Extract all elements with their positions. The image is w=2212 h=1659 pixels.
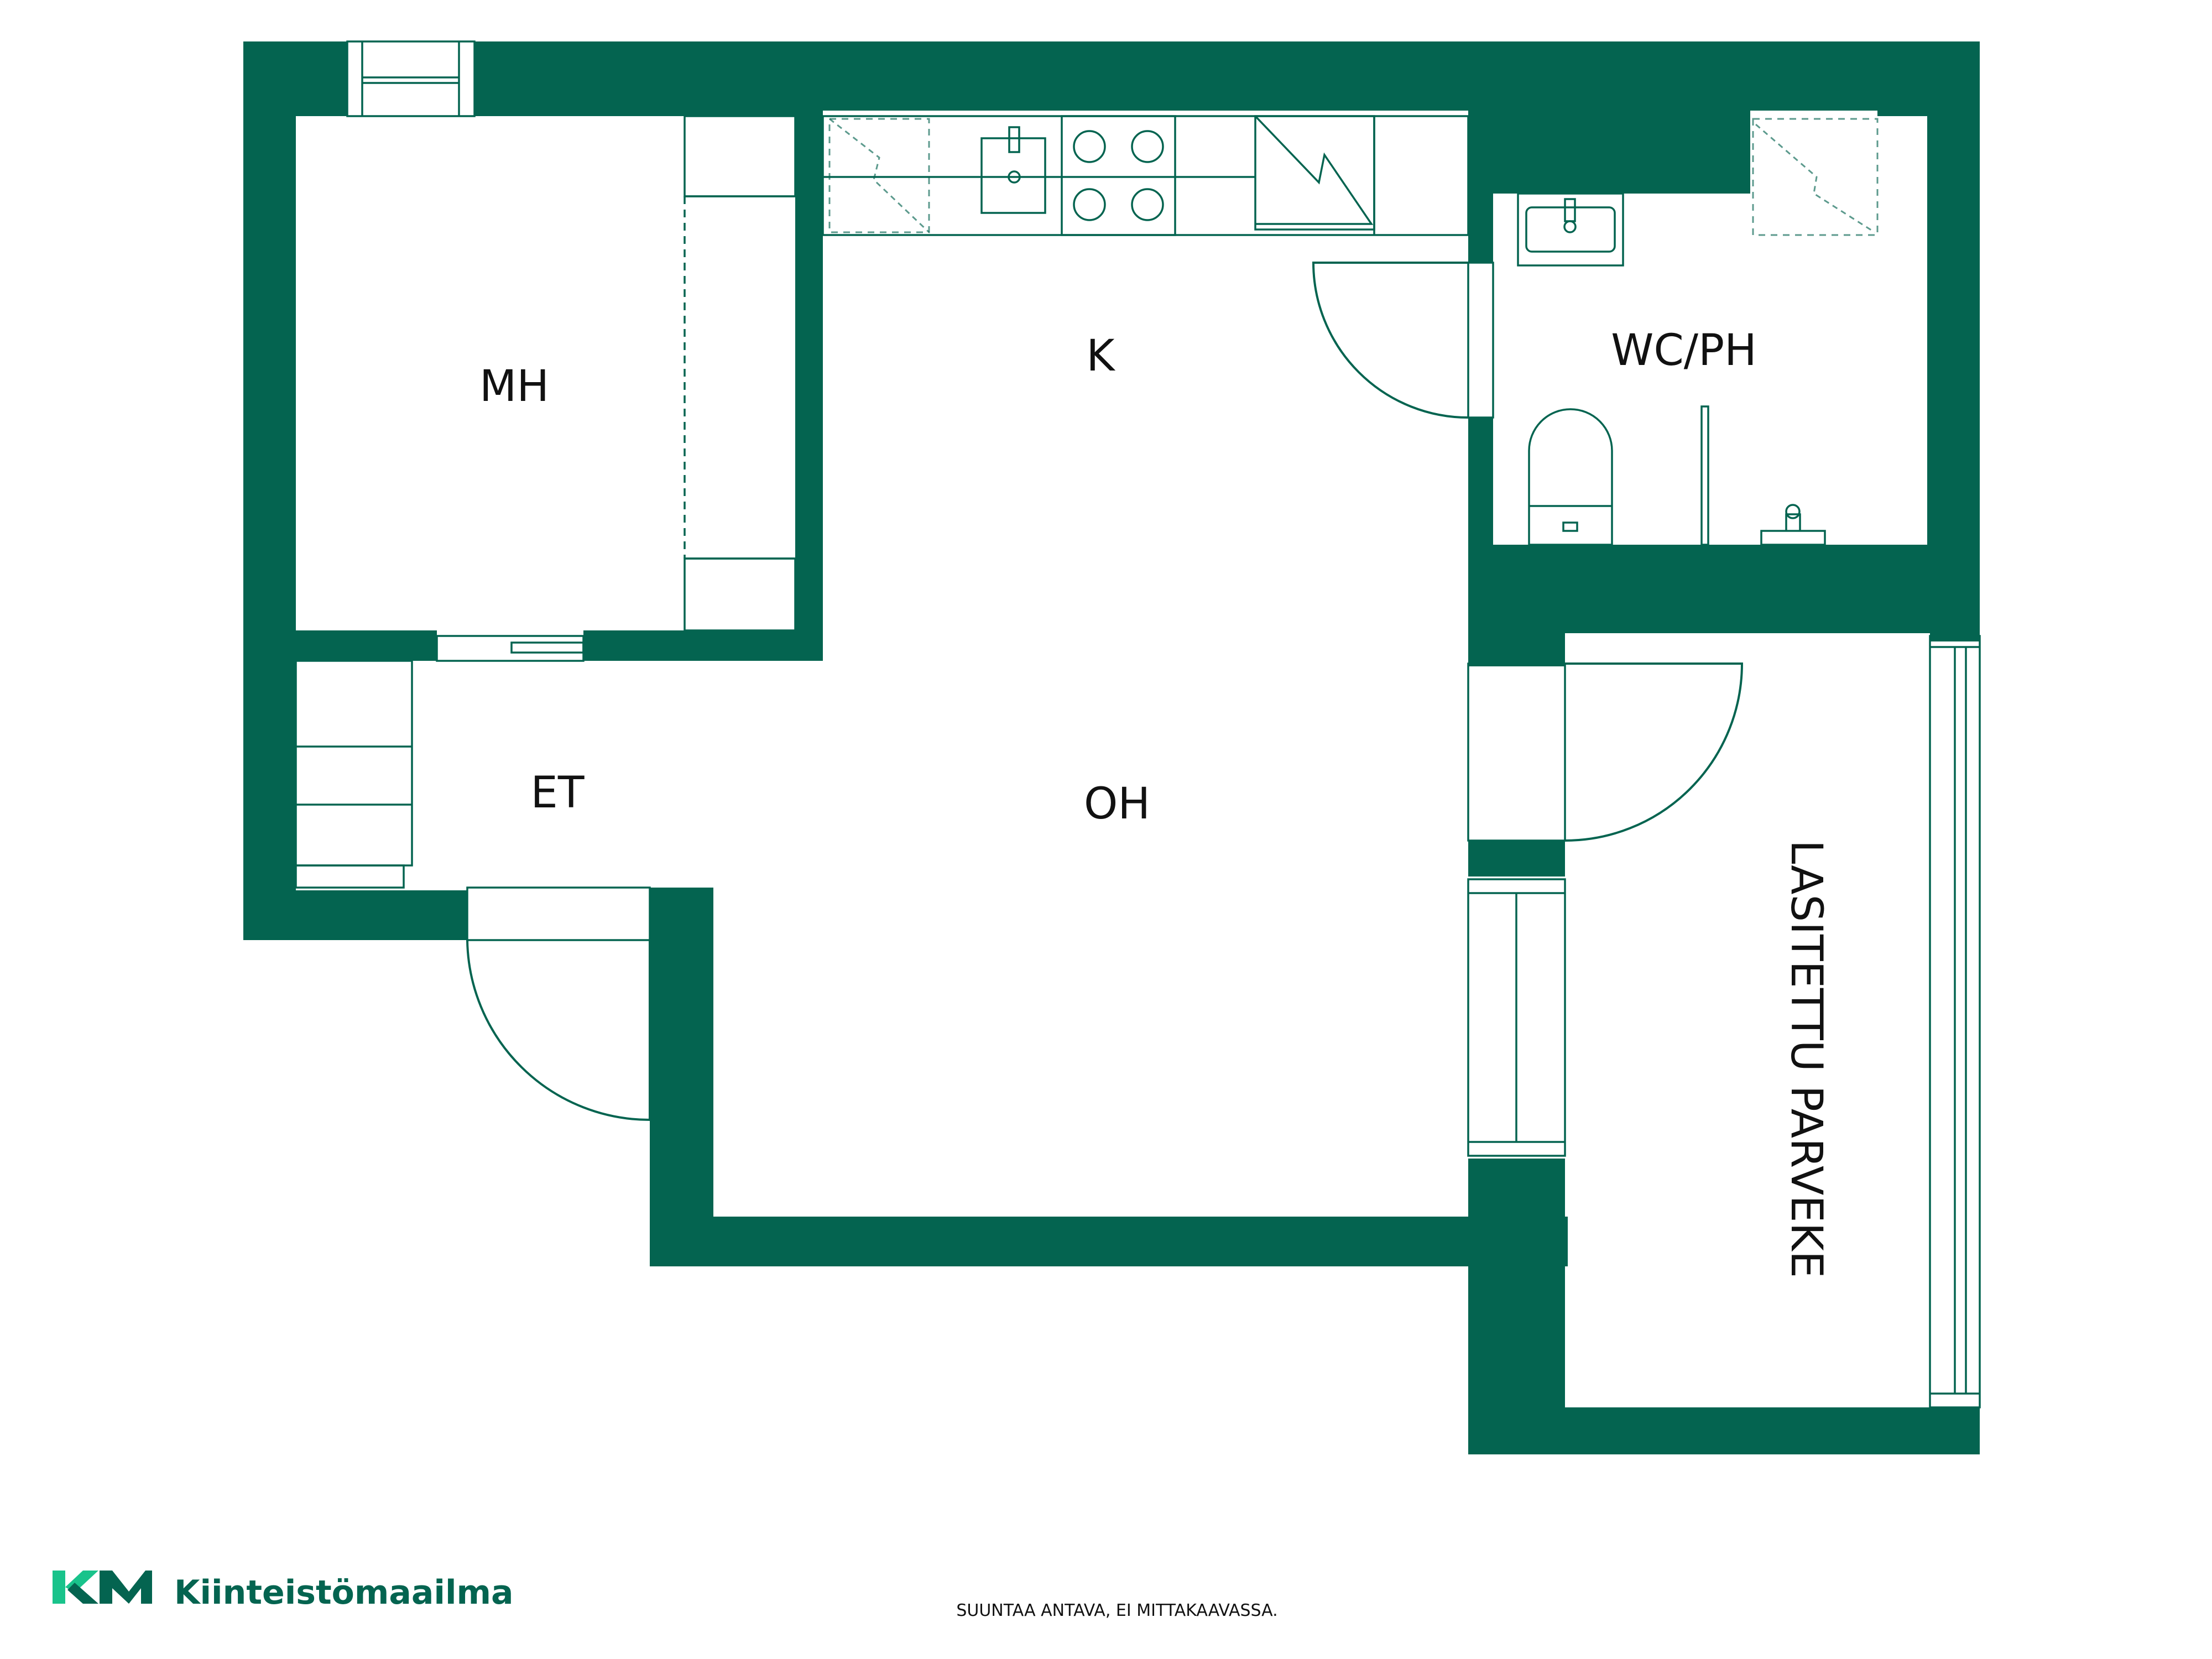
windows [346, 40, 1981, 1408]
shower-tap [1760, 530, 1826, 546]
openings [347, 41, 1980, 1407]
room-label-et: ET [531, 768, 585, 818]
fridge [1254, 115, 1375, 231]
stove [1061, 115, 1176, 236]
wall-balcony-left-lower [1468, 1159, 1565, 1454]
disclaimer: SUUNTAA ANTAVA, EI MITTAKAAVASSA. [956, 1601, 1277, 1620]
entrance-door-gap [467, 888, 650, 940]
et-wardrobe [295, 660, 413, 889]
wall-mh-bottom-left [243, 630, 437, 661]
bathroom-fixtures [1517, 118, 1879, 546]
shower-area [1752, 118, 1879, 236]
kitchen-sink [980, 137, 1046, 214]
entrance-door [466, 886, 651, 1121]
wall-mh-bottom-right [583, 630, 823, 661]
mh-window [346, 40, 476, 117]
room-label-balcony: LASITETTU PARVEKE [1781, 840, 1831, 1278]
mh-window-gap [347, 41, 474, 116]
kitchen-top-gap [823, 111, 1468, 116]
mh-sliding-door [436, 635, 585, 662]
toilet [1528, 408, 1613, 546]
room-label-wc-ph: WC/PH [1611, 326, 1757, 375]
wc-door [1312, 262, 1494, 419]
shower-screen [1700, 405, 1709, 546]
room-label-oh: OH [1084, 779, 1150, 829]
wc-window-gap [1750, 111, 1877, 194]
counter-outline [822, 115, 1469, 236]
brand-logo: Kiinteistömaailma [53, 1571, 514, 1612]
wall-mh-right [795, 111, 823, 661]
km-logo-icon [53, 1571, 152, 1604]
wall-top [243, 41, 1980, 116]
balcony-door-gap [1468, 666, 1565, 841]
room-label-k: K [1086, 331, 1115, 381]
wall-entrance-right-pier [650, 888, 713, 1266]
wall-wc-top-block [1468, 111, 1750, 194]
wall-oh-bottom [650, 1217, 1568, 1266]
wall-right [1927, 41, 1980, 633]
brand-name: Kiinteistömaailma [174, 1573, 514, 1612]
wall-bottom-left [243, 890, 470, 940]
kitchen-counter [822, 115, 1469, 236]
balcony-glazing [1929, 635, 1981, 1408]
wall-wc-bottom [1468, 545, 1980, 633]
oh-balcony-window [1467, 878, 1566, 1157]
walls [243, 41, 1980, 1454]
wall-left [243, 41, 296, 940]
mh-wardrobe [684, 115, 796, 632]
balcony-door [1467, 662, 1744, 842]
bathroom-sink [1517, 192, 1624, 267]
wall-balcony-left-mid [1468, 841, 1565, 877]
room-label-mh: MH [479, 362, 549, 411]
